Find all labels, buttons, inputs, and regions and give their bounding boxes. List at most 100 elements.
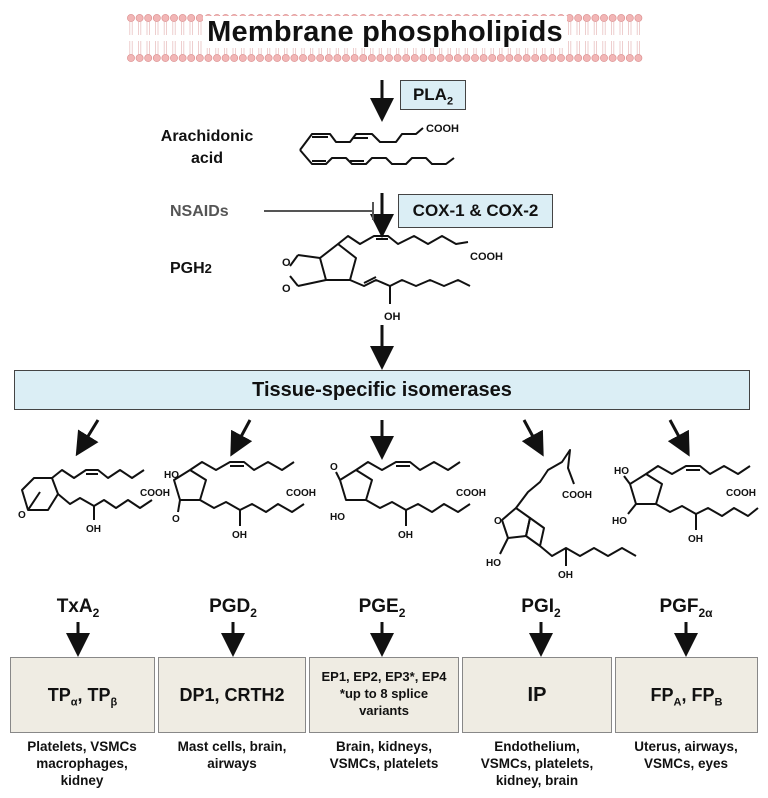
lipid-head: [127, 14, 135, 22]
lipid-head: [522, 54, 531, 62]
pgf2a-oh-label: OH: [688, 534, 703, 545]
tissues-ip: Endothelium,VSMCs, platelets,kidney, bra…: [480, 739, 594, 788]
receptor-box-ep: EP1, EP2, EP3*, EP4 *up to 8 splice vari…: [309, 657, 459, 733]
pgd2-cooh-label: COOH: [286, 488, 316, 499]
lipid-head: [428, 54, 436, 62]
lipid-head: [187, 54, 196, 62]
lipid-head: [453, 54, 462, 62]
lipid-head: [565, 54, 574, 62]
pgf2a-ho-label-1: HO: [614, 466, 629, 477]
lipid-head: [135, 14, 144, 22]
lipid-head: [625, 54, 634, 62]
pgd2-oh-label: OH: [232, 530, 247, 541]
prostanoid-pgd2: PGD2: [209, 596, 257, 620]
pgf2a-ho-label-2: HO: [612, 516, 627, 527]
lipid-head: [376, 54, 385, 62]
lipid-head: [608, 54, 617, 62]
pla2-label: PLA: [412, 85, 447, 104]
pgd2-structure: [173, 461, 305, 526]
lipid-head: [178, 14, 187, 22]
lipid-head: [213, 54, 221, 62]
lipid-head: [600, 54, 608, 62]
lipid-head: [617, 54, 626, 62]
lipid-head: [496, 54, 505, 62]
lipid-head: [238, 54, 247, 62]
lipid-head: [307, 54, 316, 62]
lipid-head: [273, 54, 282, 62]
lipid-head: [367, 54, 376, 62]
tissues-dp: Mast cells, brain,airways: [177, 739, 287, 771]
lipid-head: [600, 14, 608, 22]
arachidonic-acid-label: Arachidonic acid: [160, 128, 254, 167]
lipid-head: [299, 54, 307, 62]
prostanoid-pgf2a: PGF2α: [659, 596, 713, 620]
lipid-head: [161, 14, 170, 22]
lipid-head: [479, 54, 488, 62]
lipid-head: [161, 54, 170, 62]
lipid-head: [436, 54, 445, 62]
lipid-head: [385, 54, 393, 62]
lipid-head: [410, 54, 419, 62]
pgi2-cooh-label: COOH: [562, 490, 592, 501]
lipid-head: [170, 54, 178, 62]
lipid-head: [557, 54, 565, 62]
cox-label: COX-1 & COX-2: [412, 201, 539, 220]
lipid-head: [221, 54, 230, 62]
lipid-head: [608, 14, 617, 22]
lipid-head: [531, 54, 540, 62]
lipid-head: [324, 54, 333, 62]
receptor-box-tp: TPα, TPβ: [10, 657, 155, 733]
arrow-to-pgi2: [521, 419, 544, 457]
lipid-head: [178, 54, 187, 62]
tissues-ep: Brain, kidneys,VSMCs, platelets: [329, 739, 439, 771]
lipid-head: [144, 54, 153, 62]
lipid-head: [402, 54, 411, 62]
lipid-head: [195, 54, 204, 62]
pgh2-oh-label: OH: [384, 311, 401, 323]
cox-box: COX-1 & COX-2: [398, 194, 553, 228]
lipid-head: [359, 54, 368, 62]
prostanoid-pgi2: PGI2: [521, 596, 561, 620]
lipid-head: [256, 54, 264, 62]
prostanoid-txa2: TxA2: [56, 596, 100, 620]
pge2-oh-label: OH: [398, 530, 413, 541]
txa2-structure: [21, 469, 153, 520]
pgf2a-cooh-label: COOH: [726, 488, 756, 499]
receptor-box-ip: IP: [462, 657, 612, 733]
prostanoid-pge2: PGE2: [358, 596, 406, 620]
pgf2a-structure: [623, 465, 759, 530]
pgi2-structure: [499, 449, 637, 566]
lipid-head: [539, 54, 548, 62]
pgh2-structure: [289, 235, 471, 304]
lipid-head: [634, 14, 643, 22]
lipid-head: [548, 54, 557, 62]
pla2-box: PLA2: [400, 80, 466, 110]
pgh2-label: PGH2: [170, 260, 212, 277]
lipid-head: [187, 14, 196, 22]
tissues-fp: Uterus, airways,VSMCs, eyes: [634, 739, 738, 771]
pgd2-ho-label: HO: [164, 470, 179, 481]
lipid-head: [127, 54, 135, 62]
lipid-head: [204, 54, 213, 62]
pge2-ho-label: HO: [330, 512, 345, 523]
pge2-structure: [335, 461, 471, 526]
arrow-to-pgf2a: [667, 419, 690, 457]
lipid-head: [290, 54, 299, 62]
lipid-head: [333, 54, 342, 62]
page-title: Membrane phospholipids: [125, 16, 645, 49]
lipid-head: [625, 14, 634, 22]
lipid-head: [230, 54, 239, 62]
lipid-head: [350, 54, 359, 62]
lipid-head: [514, 54, 522, 62]
lipid-head: [574, 14, 583, 22]
pgi2-o-label: O: [494, 516, 502, 527]
lipid-head: [617, 14, 626, 22]
pgh2-o-label-2: O: [282, 283, 291, 295]
pgi2-oh-label: OH: [558, 570, 573, 581]
lipid-head: [393, 54, 402, 62]
pge2-o-label: O: [330, 462, 338, 473]
lipid-head: [144, 14, 153, 22]
lipid-head: [342, 54, 350, 62]
pgh2-o-label-1: O: [282, 257, 291, 269]
